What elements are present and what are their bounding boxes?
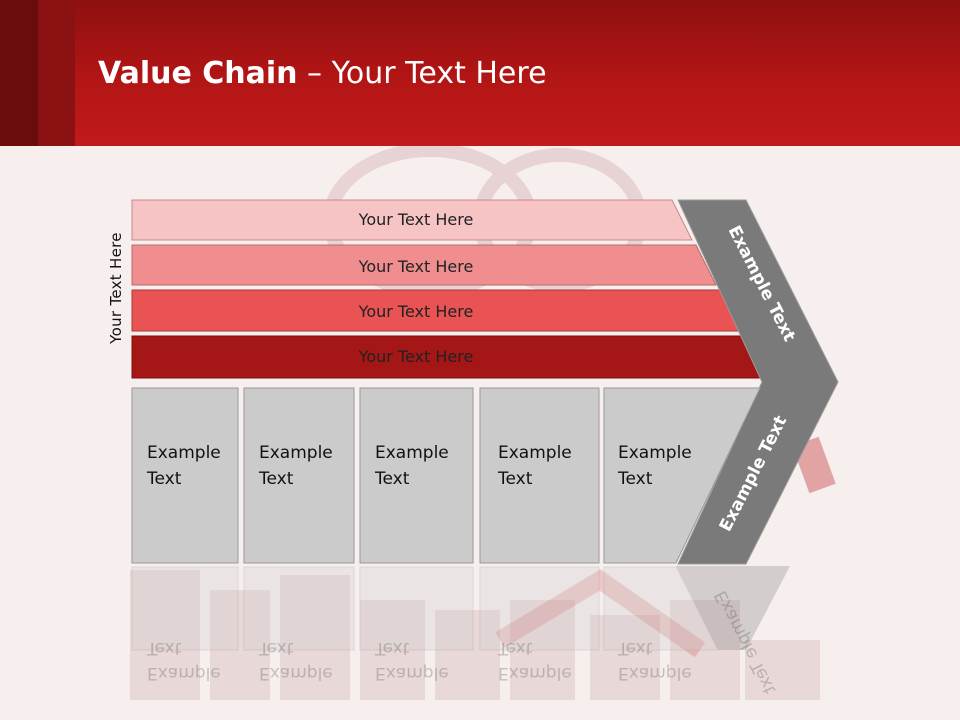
box-5-reflection-line1: Example xyxy=(618,663,692,683)
box-4-reflection-line1: Example xyxy=(498,663,572,683)
box-2-reflection-line2: Text xyxy=(258,638,294,658)
box-1-reflection-line1: Example xyxy=(147,663,221,683)
box-4-line1: Example xyxy=(498,443,572,463)
slide-title-bold: Value Chain xyxy=(98,56,298,91)
box-1: Example Text xyxy=(131,387,239,564)
box-4: Example Text xyxy=(479,387,600,564)
box-2-line2: Text xyxy=(258,469,294,489)
reflection xyxy=(131,566,790,651)
box-3: Example Text xyxy=(359,387,474,564)
box-1-line2: Text xyxy=(146,469,182,489)
row-2-label: Your Text Here xyxy=(358,257,474,276)
box-2: Example Text xyxy=(243,387,355,564)
slide-title-rest: – Your Text Here xyxy=(297,56,547,91)
slide-title: Value Chain – Your Text Here xyxy=(98,52,547,96)
row-2: Your Text Here xyxy=(131,244,717,286)
title-bar-accent-dark xyxy=(0,0,38,146)
row-1: Your Text Here xyxy=(131,199,693,241)
box-3-reflection-line2: Text xyxy=(374,638,410,658)
row-3-label: Your Text Here xyxy=(358,302,474,321)
row-3: Your Text Here xyxy=(131,289,741,332)
row-1-label: Your Text Here xyxy=(358,210,474,229)
row-4: Your Text Here xyxy=(131,335,765,379)
box-3-rect xyxy=(359,387,474,564)
title-bar-accent xyxy=(38,0,75,146)
box-4-line2: Text xyxy=(497,469,533,489)
box-3-reflection-line1: Example xyxy=(375,663,449,683)
box-1-rect xyxy=(131,387,239,564)
box-1-reflection-line2: Text xyxy=(146,638,182,658)
box-3-line1: Example xyxy=(375,443,449,463)
box-4-reflection-line2: Text xyxy=(497,638,533,658)
row-4-label: Your Text Here xyxy=(358,347,474,366)
row-2-band xyxy=(131,244,717,286)
row-1-band xyxy=(131,199,693,241)
box-5-rect xyxy=(603,387,761,564)
box-4-rect xyxy=(479,387,600,564)
box-2-rect xyxy=(243,387,355,564)
box-2-reflection-line1: Example xyxy=(259,663,333,683)
box-3-line2: Text xyxy=(374,469,410,489)
box-5-line1: Example xyxy=(618,443,692,463)
box-5-reflection-line2: Text xyxy=(617,638,653,658)
box-1-line1: Example xyxy=(147,443,221,463)
box-2-line1: Example xyxy=(259,443,333,463)
title-bar: Value Chain – Your Text Here xyxy=(0,0,960,146)
box-5: Example Text xyxy=(603,387,761,564)
box-5-line2: Text xyxy=(617,469,653,489)
chevron-arrow xyxy=(677,199,839,565)
